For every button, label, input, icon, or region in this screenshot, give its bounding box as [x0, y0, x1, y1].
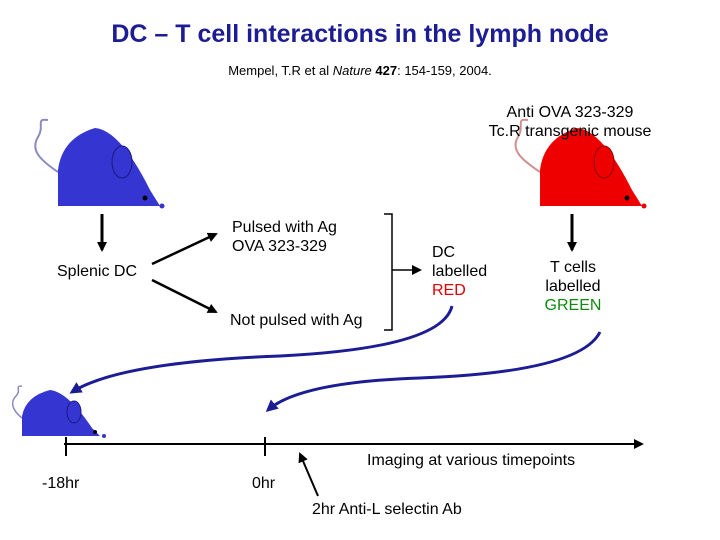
citation-volume: 427 [375, 63, 398, 78]
t-cells-line2: labelled [545, 278, 601, 295]
dc-labelled-label: DC labelled RED [432, 243, 487, 300]
dc-labelled-line2: labelled [432, 263, 488, 280]
imaging-label: Imaging at various timepoints [367, 452, 576, 469]
citation-pages: : 154-159, 2004. [397, 63, 492, 78]
t-cells-labelled-label: T cells labelled GREEN [520, 258, 626, 315]
citation-journal: Nature [332, 63, 372, 78]
pulsed-line1: Pulsed with Ag [232, 219, 337, 236]
small-blue-mouse-icon [11, 385, 106, 438]
arrow-to-pulsed [151, 232, 218, 266]
not-pulsed-label: Not pulsed with Ag [230, 312, 363, 329]
antibody-label: 2hr Anti-L selectin Ab [312, 501, 462, 518]
t-cells-line1: T cells [550, 259, 596, 276]
transgenic-line1: Anti OVA 323-329 [506, 104, 634, 121]
dc-labelled-red: RED [432, 282, 466, 299]
transgenic-line2: Tc.R transgenic mouse [488, 123, 652, 140]
bracket-line [384, 213, 393, 331]
citation: Mempel, T.R et al Nature 427: 154-159, 2… [0, 63, 720, 78]
red-mouse-icon [514, 118, 647, 209]
curve-arrow-dc-to-mouse [69, 305, 454, 394]
curve-arrow-tcells-to-zero [265, 331, 602, 412]
arrow-antibody [298, 452, 319, 497]
t-cells-green: GREEN [544, 297, 602, 314]
arrow-to-not-pulsed [151, 278, 218, 314]
blue-mouse-icon [34, 118, 165, 209]
pulsed-line2: OVA 323-329 [232, 238, 327, 255]
splenic-dc-label: Splenic DC [57, 263, 138, 280]
zero-label: 0hr [252, 475, 276, 492]
citation-authors: Mempel, T.R et al [228, 63, 333, 78]
minus18-label: -18hr [42, 475, 80, 492]
pulsed-label: Pulsed with Ag OVA 323-329 [232, 218, 337, 256]
page-title: DC – T cell interactions in the lymph no… [111, 20, 609, 48]
transgenic-mouse-label: Anti OVA 323-329 Tc.R transgenic mouse [460, 103, 680, 141]
dc-labelled-line1: DC [432, 244, 456, 261]
